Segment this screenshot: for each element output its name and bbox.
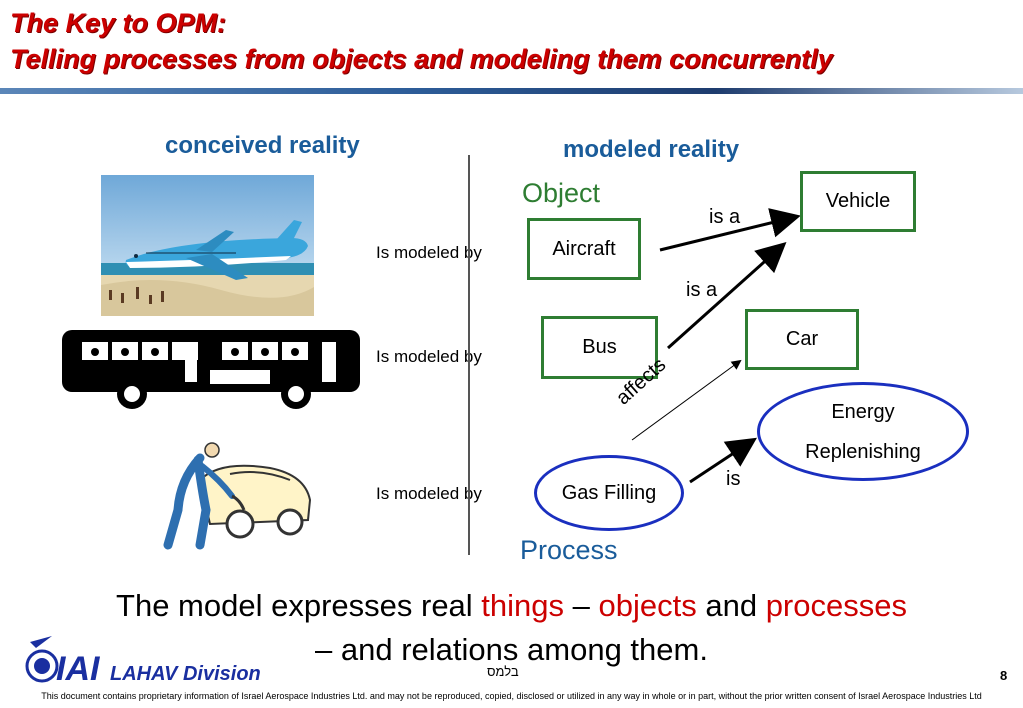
aircraft-object-box: Aircraft	[527, 218, 641, 280]
page-number: 8	[1000, 668, 1008, 683]
vehicle-object-box: Vehicle	[800, 171, 916, 232]
arrow-gasfilling-car	[631, 359, 742, 441]
car-object-box: Car	[745, 309, 859, 370]
gas-filling-clipart	[140, 440, 315, 550]
division-label: LAHAV Division	[110, 663, 261, 685]
vehicle-label: Vehicle	[825, 190, 891, 212]
iai-logo-text: IAI	[56, 650, 101, 688]
arrow-gasfilling-energy	[689, 437, 758, 484]
page-title-line2: Telling processes from objects and model…	[10, 44, 833, 74]
summary-processes: processes	[765, 588, 907, 623]
proprietary-disclaimer: This document contains proprietary infor…	[41, 691, 982, 701]
reality-divider	[468, 155, 470, 555]
modeled-by-label-3: Is modeled by	[376, 484, 482, 503]
energy-replenishing-process: Energy Replenishing	[757, 382, 969, 481]
page-title-line1: The Key to OPM:	[10, 8, 227, 38]
energy-label: Energy	[831, 400, 895, 423]
summary-and: and	[696, 588, 766, 623]
summary-things: things	[481, 588, 565, 623]
aircraft-label: Aircraft	[552, 237, 616, 260]
modeled-by-label-2: Is modeled by	[376, 347, 482, 366]
summary-text-part1: The model expresses real	[116, 588, 482, 623]
header-rule	[0, 88, 1023, 94]
summary-line-1: The model expresses real things – object…	[0, 584, 1023, 627]
is-label: is	[726, 468, 741, 490]
arrow-bus-vehicle	[666, 241, 787, 350]
classification-mark: בלמס	[487, 664, 519, 679]
is-a-label-1: is a	[709, 206, 741, 228]
summary-dash: –	[564, 588, 599, 623]
modeled-by-label-1: Is modeled by	[376, 243, 482, 262]
iai-logo: IAI	[22, 634, 110, 688]
is-a-label-2: is a	[686, 279, 718, 301]
bus-label: Bus	[582, 336, 617, 358]
bus-clipart	[60, 326, 363, 412]
conceived-reality-heading: conceived reality	[165, 132, 360, 159]
gas-filling-process: Gas Filling	[534, 455, 684, 531]
car-label: Car	[785, 328, 819, 350]
gas-filling-label: Gas Filling	[561, 481, 657, 504]
modeled-reality-heading: modeled reality	[563, 136, 740, 163]
summary-objects: objects	[598, 588, 697, 623]
process-label: Process	[520, 535, 618, 565]
arrow-aircraft-vehicle	[659, 208, 801, 252]
bus-object-box: Bus	[541, 316, 658, 379]
object-label: Object	[522, 178, 601, 208]
summary-line-2: – and relations among them.	[315, 632, 708, 667]
aircraft-photo	[101, 175, 314, 316]
replenishing-label: Replenishing	[805, 440, 921, 463]
